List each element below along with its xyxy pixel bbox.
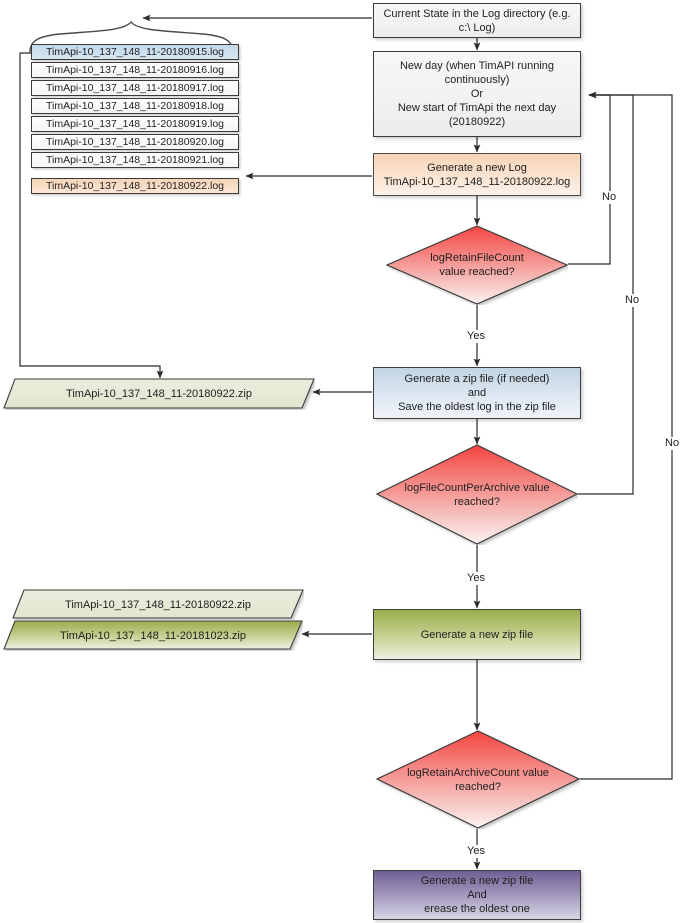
list-item[interactable]: TimApi-10_137_148_11-20180920.log (31, 134, 239, 150)
node-final-line-2: And (467, 889, 487, 901)
node-new-day-line-2: continuously) (444, 74, 510, 86)
node-generate-zip-line-3: Save the oldest log in the zip file (398, 401, 556, 413)
edge-label-yes-2: Yes (465, 572, 487, 585)
node-generate-new-zip[interactable]: Generate a new zip file (373, 609, 581, 660)
edge-label-no-3: No (663, 437, 682, 450)
log-directory-file-list: TimApi-10_137_148_11-20180915.log TimApi… (31, 44, 239, 196)
node-current-state[interactable]: Current State in the Log directory (e.g.… (373, 3, 581, 38)
parallelogram-shape (12, 589, 304, 619)
node-final-line-1: Generate a new zip file (420, 875, 534, 887)
node-generate-zip-line-2: and (467, 387, 487, 399)
list-item[interactable]: TimApi-10_137_148_11-20180921.log (31, 152, 239, 168)
archive-first-zip[interactable]: TimApi-10_137_148_11-20180922.zip (3, 378, 315, 410)
node-new-day-line-1: New day (when TimAPI running (399, 60, 555, 72)
archive-stack-bottom-zip[interactable]: TimApi-10_137_148_11-20181023.zip (3, 620, 303, 651)
list-spacer (31, 170, 239, 178)
parallelogram-shape (3, 378, 315, 409)
node-new-day-line-5: (20180922) (448, 116, 506, 128)
list-item-new-log[interactable]: TimApi-10_137_148_11-20180922.log (31, 178, 239, 194)
diamond-shape (376, 730, 580, 829)
decision-log-retain-file-count[interactable]: logRetainFileCount value reached? (386, 225, 568, 305)
edge-label-yes-3: Yes (465, 845, 487, 858)
archive-stack-top-zip[interactable]: TimApi-10_137_148_11-20180922.zip (12, 589, 304, 620)
node-generate-new-log-line-1: Generate a new Log (427, 161, 527, 174)
node-generate-new-log[interactable]: Generate a new Log TimApi-10_137_148_11-… (373, 153, 581, 196)
node-generate-zip-erase-oldest[interactable]: Generate a new zip file And erease the o… (373, 870, 581, 920)
edge-label-no-1: No (600, 191, 619, 204)
edge-label-no-2: No (623, 294, 642, 307)
node-generate-new-zip-label: Generate a new zip file (420, 628, 534, 641)
decision-log-file-count-per-archive[interactable]: logFileCountPerArchive value reached? (376, 444, 578, 545)
node-new-day-line-4: New start of TimApi the next day (397, 102, 557, 114)
decision-log-retain-archive-count[interactable]: logRetainArchiveCount value reached? (376, 730, 580, 829)
node-new-day[interactable]: New day (when TimAPI running continuousl… (373, 51, 581, 137)
node-generate-zip-save-oldest[interactable]: Generate a zip file (if needed) and Save… (373, 367, 581, 419)
node-final-line-3: erease the oldest one (424, 903, 530, 915)
list-item[interactable]: TimApi-10_137_148_11-20180916.log (31, 62, 239, 78)
parallelogram-shape (3, 620, 303, 650)
diamond-shape (386, 225, 568, 305)
node-current-state-label: Current State in the Log directory (e.g.… (383, 7, 571, 34)
list-item[interactable]: TimApi-10_137_148_11-20180919.log (31, 116, 239, 132)
edge-label-yes-1: Yes (465, 330, 487, 343)
node-generate-zip-line-1: Generate a zip file (if needed) (404, 373, 550, 385)
list-item[interactable]: TimApi-10_137_148_11-20180915.log (31, 44, 239, 60)
node-new-day-line-3: Or (470, 88, 484, 100)
node-generate-new-log-line-2: TimApi-10_137_148_11-20180922.log (383, 175, 571, 188)
list-item[interactable]: TimApi-10_137_148_11-20180917.log (31, 80, 239, 96)
list-item[interactable]: TimApi-10_137_148_11-20180918.log (31, 98, 239, 114)
diamond-shape (376, 444, 578, 545)
